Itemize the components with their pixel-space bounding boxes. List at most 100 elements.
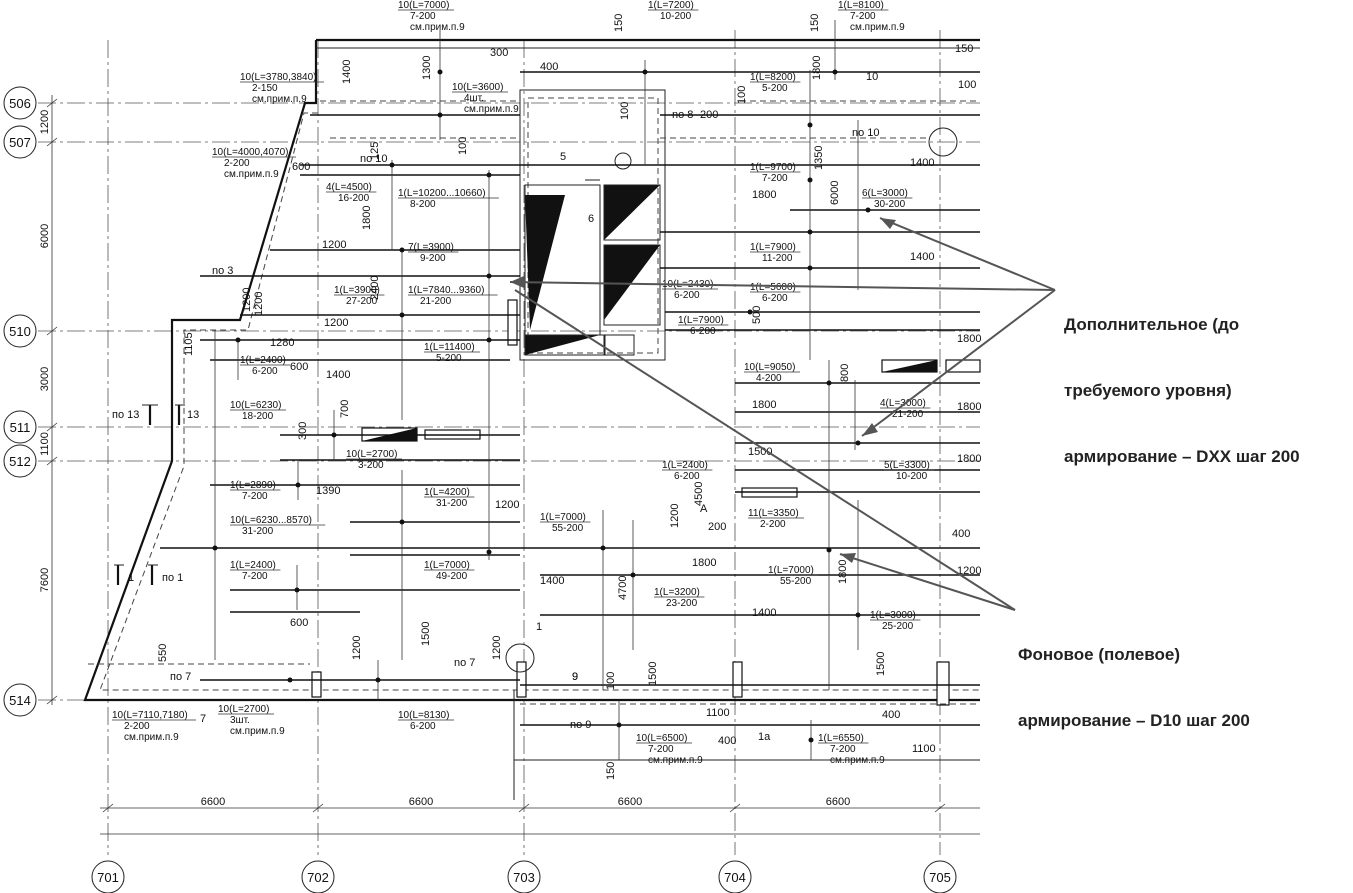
rebar-spacing: 7-200 (410, 11, 436, 22)
dimension-label: 1100 (706, 707, 730, 719)
rebar-note: см.прим.п.9 (124, 732, 179, 743)
span-dim-1: 6600 (201, 796, 225, 808)
rebar-note: см.прим.п.9 (850, 22, 905, 33)
left-dim-5: 7600 (39, 568, 51, 592)
dimension-label: 1390 (316, 485, 340, 497)
dimension-label: 1800 (752, 189, 776, 201)
rebar-spacing: 7-200 (830, 744, 856, 755)
rebar-mark: 10(L=3780,3840) (240, 72, 316, 83)
dimension-label: 100 (605, 672, 617, 690)
rebar-spacing: 7-200 (762, 173, 788, 184)
dimension-label: 600 (290, 617, 308, 629)
rebar-dots (212, 69, 871, 743)
rebar-label: 11(L=3350)2-200 (748, 508, 804, 530)
rebar-mark: 10(L=2700) (218, 704, 269, 715)
rebar-spacing: 10-200 (660, 11, 692, 22)
dimension-label: 700 (339, 400, 351, 418)
rebar-spacing: 6-200 (410, 721, 436, 732)
dimension-label: 200 (708, 521, 726, 533)
section-no13: по 13 (112, 409, 139, 421)
dimension-label: 1500 (420, 622, 432, 646)
rebar-spacing: 6-200 (762, 293, 788, 304)
rebar-spacing: 55-200 (552, 523, 584, 534)
dimension-label: 1400 (752, 607, 776, 619)
dimension-label: 300 (297, 422, 309, 440)
rebar-note: см.прим.п.9 (410, 22, 465, 33)
rebar-label: 10(L=2700)3шт.см.прим.п.9 (218, 704, 285, 737)
rebar-mark: 10(L=2700) (346, 449, 397, 460)
rebar-mark: 10(L=8130) (398, 710, 449, 721)
dimension-label: 150 (613, 14, 625, 32)
annotation-additional-line3: армирование – DXX шаг 200 (1064, 447, 1300, 466)
rebar-mark: 10(L=6230) (230, 400, 281, 411)
dimension-label: 1200 (322, 239, 346, 251)
rebar-label: 1(L=2400)6-200 (240, 355, 291, 377)
rebar-mark: 10(L=6230...8570) (230, 515, 312, 526)
rebar-spacing: 6-200 (674, 290, 700, 301)
rebar-mark: 1(L=7000) (768, 565, 814, 576)
rebar-label: 1(L=7900)11-200 (750, 242, 801, 264)
dimension-label: 300 (490, 47, 508, 59)
rebar-spacing: 4-200 (756, 373, 782, 384)
rebar-label: 1(L=3200)23-200 (654, 587, 705, 609)
dimension-label: 100 (457, 137, 469, 155)
axis-label-507: 507 (9, 135, 31, 150)
dimension-label: 1200 (351, 636, 363, 660)
rebar-spacing: 2-200 (124, 721, 150, 732)
rebar-label-layer: 10(L=7000)7-200см.прим.п.91(L=7200)10-20… (112, 0, 935, 766)
callout-arrows (509, 217, 1056, 611)
rebar-mark: 1(L=3000) (870, 610, 916, 621)
dimension-label: 400 (718, 735, 736, 747)
rebar-mark: 1(L=7000) (424, 560, 470, 571)
section-1c: 1 (536, 621, 542, 633)
dimension-label: 1400 (341, 60, 353, 84)
dimension-label: 1800 (957, 453, 981, 465)
rebar-mark: 11(L=3350) (748, 508, 799, 519)
rebar-spacing: 5-200 (436, 353, 462, 364)
rebar-mark: 7(L=3900) (408, 242, 454, 253)
rebar-mark: 1(L=2890) (230, 480, 276, 491)
rebar-label: 1(L=2400)6-200 (662, 460, 713, 482)
rebar-note: см.прим.п.9 (252, 94, 307, 105)
rebar-spacing: 6-200 (252, 366, 278, 377)
rebar-mark: 5(L=3300) (884, 460, 930, 471)
rebar-note: см.прим.п.9 (224, 169, 279, 180)
rebar-mark: 1(L=6550) (818, 733, 864, 744)
rebar-spacing: 5-200 (762, 83, 788, 94)
dimension-label: 100 (958, 79, 976, 91)
dimension-label: 1500 (748, 446, 772, 458)
rebar-label: 10(L=3600)4шт.см.прим.п.9 (452, 82, 519, 115)
axis-label-512: 512 (9, 454, 31, 469)
dimension-label: 800 (839, 364, 851, 382)
dimension-label: no 9 (570, 719, 591, 731)
rebar-label: 6(L=3000)30-200 (862, 188, 913, 210)
rebar-label: 4(L=3000)21-200 (880, 398, 931, 420)
axis-label-506: 506 (9, 96, 31, 111)
section-no7b: по 7 (170, 671, 191, 683)
rebar-label: 1(L=4200)31-200 (424, 487, 475, 509)
rebar-spacing: 6-200 (690, 326, 716, 337)
rebar-mark: 1(L=5600) (750, 282, 796, 293)
axis-label-705: 705 (929, 870, 951, 885)
span-dim-3: 6600 (618, 796, 642, 808)
section-13: 13 (187, 409, 199, 421)
dimension-label: 1100 (912, 743, 936, 755)
rebar-mark: 1(L=7900) (678, 315, 724, 326)
rebar-label: 7(L=3900)9-200 (408, 242, 459, 264)
annotation-additional-line1: Дополнительное (до (1064, 315, 1240, 334)
dimension-label: 1400 (910, 157, 934, 169)
dimension-label: 1200 (241, 288, 253, 312)
dimension-label: 1400 (540, 575, 564, 587)
rebar-mark: 1(L=4200) (424, 487, 470, 498)
rebar-spacing: 10-200 (896, 471, 928, 482)
dimension-label: 1200 (495, 499, 519, 511)
rebar-mark: 6(L=3000) (862, 188, 908, 199)
axis-label-701: 701 (97, 870, 119, 885)
dimension-label: 100 (736, 86, 748, 104)
